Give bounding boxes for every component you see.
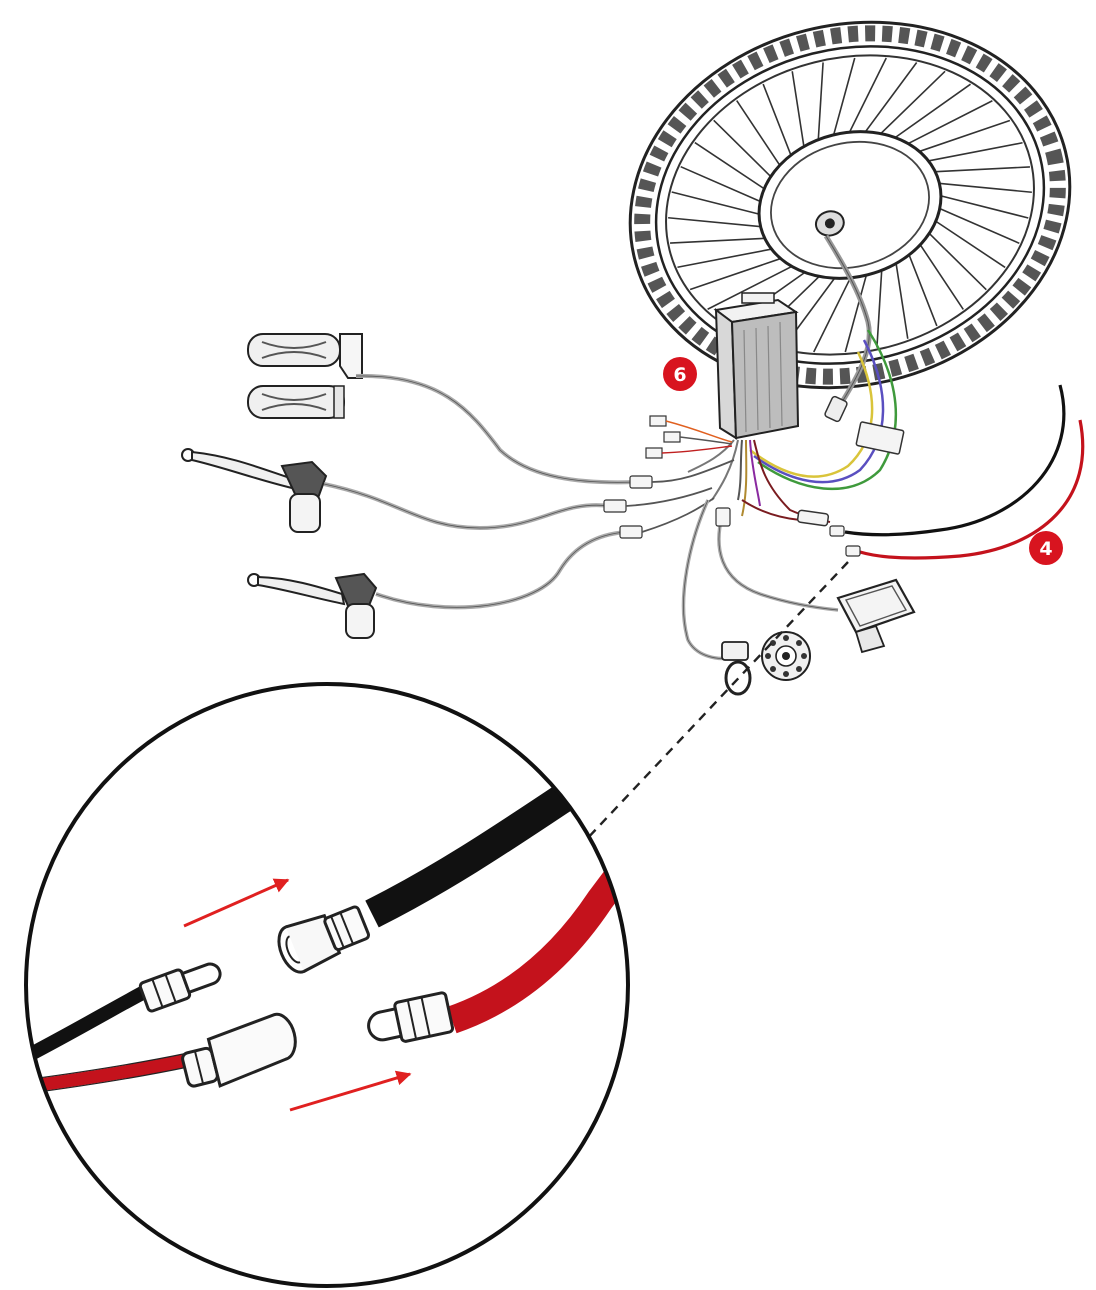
spoke xyxy=(762,83,793,158)
throttle-cable xyxy=(355,373,637,485)
spoke xyxy=(916,119,1011,153)
controller-bullet-connector xyxy=(796,509,830,527)
handlebar-grip-icon xyxy=(247,385,345,419)
controller-mount-tab xyxy=(741,292,775,304)
spoke xyxy=(736,100,782,168)
zoom-positive-cable-thick xyxy=(447,811,628,1034)
controller-negative-wire xyxy=(741,499,801,521)
hub-motor-ring xyxy=(770,140,930,270)
brake-lever-icon xyxy=(181,448,328,533)
brake-lever-icon xyxy=(247,572,378,639)
spoke xyxy=(813,275,853,353)
spoke xyxy=(671,191,762,216)
spoke xyxy=(668,216,763,228)
rear-brake-connector xyxy=(619,525,643,539)
battery-positive-cable xyxy=(859,419,1085,560)
spoke xyxy=(677,247,774,269)
battery-positive-plug xyxy=(845,545,861,557)
spoke xyxy=(832,57,856,138)
spoke xyxy=(694,141,767,191)
spoke xyxy=(907,252,938,327)
connector-zoom-detail xyxy=(24,682,630,1288)
spoke xyxy=(707,264,795,310)
spoke xyxy=(876,268,883,348)
spoke xyxy=(863,62,918,135)
spoke xyxy=(933,219,1006,269)
spoke xyxy=(894,261,909,339)
spoke xyxy=(938,194,1029,219)
phase-wire-blue xyxy=(753,339,885,484)
zoom-circle-border xyxy=(24,682,630,1288)
arrow-icon xyxy=(289,1070,412,1112)
spoke xyxy=(817,62,824,142)
spoke xyxy=(933,166,1030,173)
controller-icon xyxy=(713,292,800,440)
battery-negative-cable xyxy=(844,384,1066,537)
throttle-grip-icon xyxy=(247,333,363,379)
controller-side xyxy=(730,310,800,440)
motor-cable-outline xyxy=(825,235,870,403)
zoom-leader-line xyxy=(583,561,849,843)
hall-connector xyxy=(855,421,905,455)
callout-badge-battery-cables: 4 xyxy=(1029,531,1063,565)
spoke xyxy=(937,182,1032,194)
zoom-negative-cable-thin xyxy=(26,983,152,1077)
zoom-circle-fill xyxy=(26,684,628,1286)
spoke xyxy=(926,141,1023,163)
display-cable xyxy=(717,515,839,612)
callout-label: 6 xyxy=(673,364,686,386)
spoke xyxy=(791,71,806,149)
spoke xyxy=(847,57,887,135)
callout-label: 4 xyxy=(1039,538,1052,560)
tire-tread-band xyxy=(634,25,1066,385)
front-brake-connector xyxy=(603,499,627,513)
battery-negative-plug xyxy=(829,525,845,537)
spoke xyxy=(670,237,767,244)
front-brake-cable xyxy=(323,482,611,531)
spoke xyxy=(689,257,784,291)
hub-axle xyxy=(824,218,835,229)
bullet-connector-icon xyxy=(277,905,371,974)
throttle-connector xyxy=(629,475,653,489)
throttle-cable-edge xyxy=(355,375,637,483)
hub-motor-wheel-icon xyxy=(628,20,1072,390)
zoom-negative-cable-thick xyxy=(365,737,628,928)
pas-sensor-icon xyxy=(721,631,811,696)
arrow-icon xyxy=(183,878,290,928)
motor-plug xyxy=(824,395,848,423)
rim xyxy=(665,54,1035,356)
bullet-connector-icon xyxy=(367,991,455,1043)
bullet-connector-icon xyxy=(138,962,222,1013)
controller-small-connectors xyxy=(645,415,733,459)
spoke xyxy=(927,231,987,291)
spoke xyxy=(878,70,946,136)
spoke xyxy=(844,272,868,353)
spoke xyxy=(713,119,773,179)
bullet-connector-icon xyxy=(181,1012,297,1088)
callout-badge-controller: 6 xyxy=(663,357,697,391)
phase-wire-green xyxy=(757,329,897,491)
spoke xyxy=(918,242,964,310)
spoke xyxy=(905,100,993,146)
rear-brake-cable xyxy=(375,530,627,610)
phase-wire-yellow xyxy=(749,351,874,478)
lcd-display-icon xyxy=(836,578,916,654)
spoke xyxy=(680,165,763,203)
hub-motor-shell xyxy=(757,130,943,280)
spoke xyxy=(937,207,1020,245)
spoke xyxy=(892,83,971,140)
spokes xyxy=(668,57,1032,353)
